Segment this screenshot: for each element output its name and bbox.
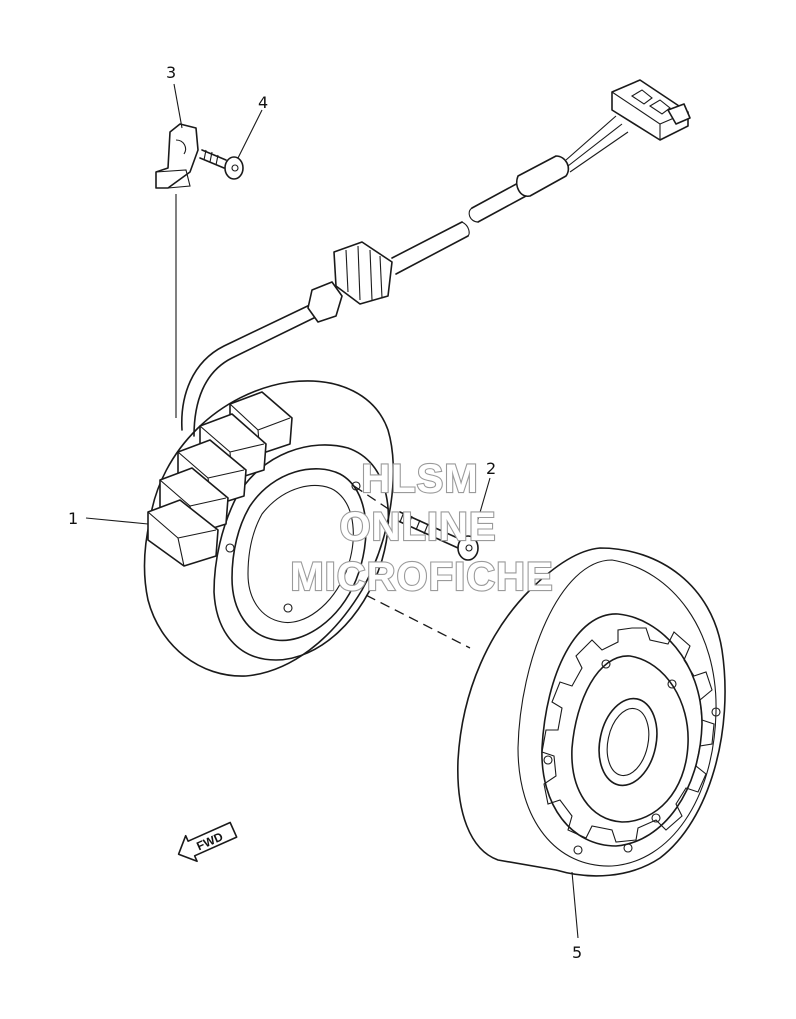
leader-line-1 — [85, 517, 149, 525]
callout-5: 5 — [572, 943, 582, 962]
callout-4: 4 — [258, 93, 268, 112]
wire-connector-plug — [611, 79, 691, 141]
watermark: HLSM ONLINE MICROFICHE — [289, 456, 554, 600]
stator-bolt — [353, 485, 479, 561]
forward-direction-arrow: FWD — [177, 821, 238, 863]
leader-line-2 — [471, 477, 491, 541]
watermark-line-2: ONLINE — [339, 505, 496, 549]
wire-clamp — [155, 123, 199, 418]
watermark-line-3: MICROFICHE — [290, 555, 553, 599]
leader-line-3 — [173, 83, 183, 129]
wire-harness — [181, 79, 691, 437]
callout-2: 2 — [486, 459, 496, 478]
leader-line-5 — [571, 871, 579, 939]
callout-3: 3 — [166, 63, 176, 82]
watermark-line-1: HLSM — [361, 457, 478, 501]
coil-windings — [147, 391, 293, 567]
callout-1: 1 — [68, 509, 78, 528]
leader-line-4 — [237, 109, 263, 159]
stator-coil — [143, 380, 395, 677]
wire-grommet — [307, 241, 393, 323]
assembly-center-line — [351, 587, 471, 649]
rotor-flywheel — [457, 547, 726, 877]
clamp-screw — [199, 149, 244, 180]
